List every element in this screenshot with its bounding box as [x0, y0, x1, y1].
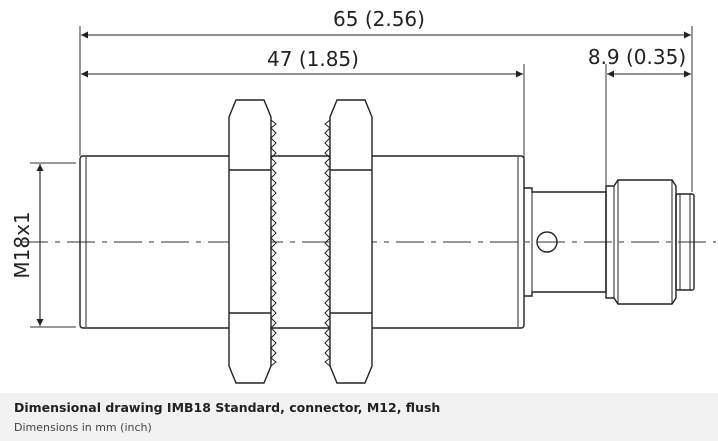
thread-length-label: 47 (1.85) [267, 47, 359, 71]
caption-subtitle: Dimensions in mm (inch) [14, 421, 152, 434]
led-indicator [536, 231, 558, 253]
thread-size-label: M18x1 [10, 211, 34, 278]
caption-title: Dimensional drawing IMB18 Standard, conn… [14, 400, 441, 415]
lock-nut-right [324, 99, 373, 384]
connector-length-label: 8.9 (0.35) [588, 45, 686, 69]
threaded-body [79, 155, 525, 329]
m12-connector [605, 179, 695, 305]
sensor-drawing: 65 (2.56) 47 (1.85) 8.9 (0.35) M18x1 [10, 7, 716, 384]
extension-lines [30, 26, 693, 328]
dimension-lines [36, 31, 691, 326]
overall-length-label: 65 (2.56) [333, 7, 425, 31]
caption-bar: Dimensional drawing IMB18 Standard, conn… [0, 393, 718, 441]
lock-nut-left [228, 99, 277, 384]
